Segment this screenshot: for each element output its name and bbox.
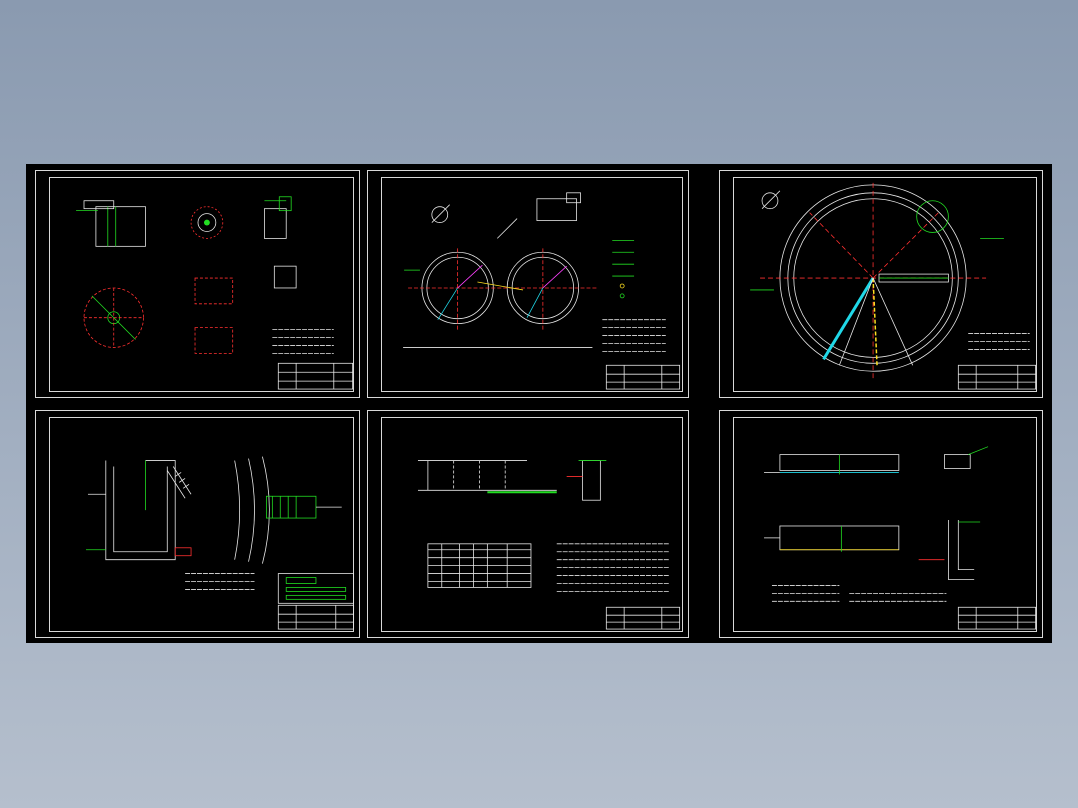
drawing-sheet-twin-tank[interactable] [367, 170, 689, 398]
sheet-inner-frame [381, 417, 683, 632]
cad-drawing-canvas[interactable] [26, 164, 1052, 643]
sheet-details-graphics [76, 196, 354, 390]
sheet-twin-tank-graphics [403, 192, 681, 390]
drawing-sheet-sections[interactable] [719, 410, 1043, 638]
sheet-inner-frame [733, 177, 1037, 392]
sheet-inner-frame [49, 417, 354, 632]
sheet-large-tank-graphics [750, 182, 1037, 390]
drawing-sheet-beam-elevation[interactable] [367, 410, 689, 638]
sheet-wall-section-graphics [85, 456, 355, 630]
sheet-beam-elevation-graphics [417, 460, 681, 630]
sheet-sections-graphics [764, 446, 1037, 630]
sheet-inner-frame [49, 177, 354, 392]
drawing-sheet-details[interactable] [35, 170, 360, 398]
sheet-inner-frame [381, 177, 683, 392]
drawing-sheet-large-tank[interactable] [719, 170, 1043, 398]
drawing-sheet-wall-section[interactable] [35, 410, 360, 638]
sheet-inner-frame [733, 417, 1037, 632]
